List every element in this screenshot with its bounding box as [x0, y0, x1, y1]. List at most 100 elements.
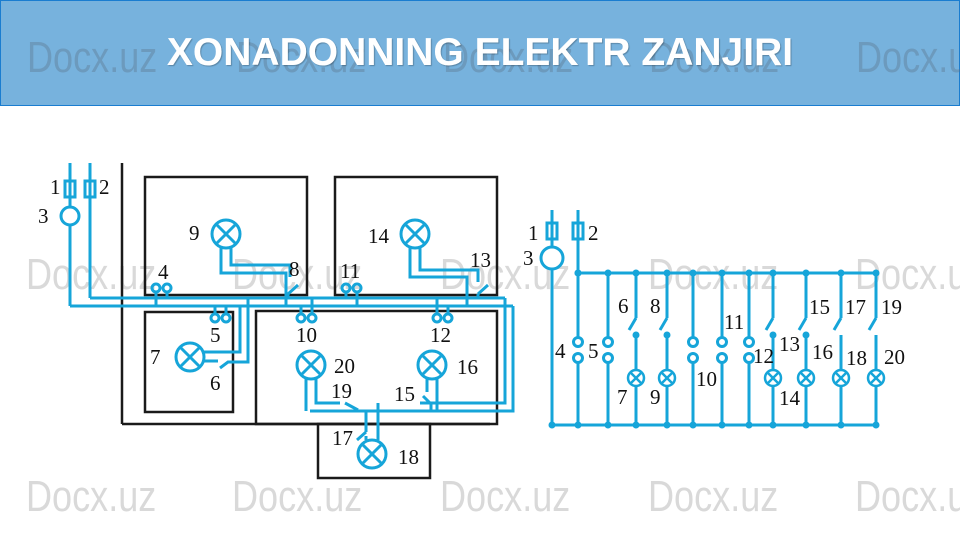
room-5-wiring — [356, 403, 388, 470]
junction-dot — [802, 421, 810, 429]
room-4-wiring — [295, 298, 454, 412]
label-socket-4: 4 — [158, 260, 169, 284]
junction-dot — [632, 269, 640, 277]
label-lamp-18: 18 — [846, 346, 867, 370]
meter-icon — [539, 245, 565, 271]
watermark: Docx.uz — [440, 472, 571, 521]
label-lamp-9: 9 — [650, 385, 661, 409]
label-fuse-2: 2 — [99, 175, 110, 199]
title-banner: Docx.uz Docx.uz Docx.uz Docx.uz Docx.uz … — [0, 0, 960, 106]
room-1-wiring — [150, 218, 300, 306]
junction-dot — [663, 421, 671, 429]
label-switch-19: 19 — [881, 295, 902, 319]
room-2-wiring — [340, 218, 490, 306]
junction-dot — [802, 269, 810, 277]
lamp-16-icon — [416, 349, 448, 381]
switch-6-icon — [219, 298, 250, 370]
socket-10-icon — [687, 336, 699, 348]
socket-11-icon — [340, 282, 352, 294]
watermark: Docx.uz — [26, 472, 157, 521]
label-switch-17: 17 — [332, 426, 353, 450]
lamp-9-icon — [657, 368, 677, 388]
label-socket-12: 12 — [753, 344, 774, 368]
label-socket-12: 12 — [430, 323, 451, 347]
schematic-labels: 1 2 3 4 5 6 7 8 9 10 11 12 13 14 15 16 1… — [523, 221, 905, 410]
switch-19-icon — [867, 317, 878, 331]
label-lamp-16: 16 — [457, 355, 478, 379]
label-lamp-14: 14 — [368, 224, 390, 248]
junction-dot — [745, 421, 753, 429]
label-socket-10: 10 — [696, 367, 717, 391]
label-switch-19: 19 — [331, 379, 352, 403]
junction-dot — [837, 421, 845, 429]
junction-dot — [632, 421, 640, 429]
junction-dot — [745, 269, 753, 277]
watermark: Docx.uz — [648, 472, 779, 521]
input-section — [59, 163, 97, 306]
meter-icon — [59, 205, 81, 227]
room-3-wiring — [174, 298, 250, 373]
junction-dot — [604, 269, 612, 277]
lamp-7-icon — [174, 341, 206, 373]
room-1 — [143, 175, 309, 297]
label-meter: 3 — [523, 246, 534, 270]
watermark: Docx.uz — [856, 33, 960, 82]
lamp-20-icon — [866, 368, 886, 388]
watermark: Docx.uz — [855, 472, 960, 521]
label-socket-11: 11 — [340, 259, 360, 283]
switch-17-icon — [356, 430, 367, 442]
label-switch-8: 8 — [289, 257, 300, 281]
fuse-2-icon — [571, 221, 585, 241]
label-switch-15: 15 — [809, 295, 830, 319]
label-lamp-14: 14 — [779, 386, 801, 410]
lamp-9-icon — [210, 218, 242, 250]
switch-8-icon — [658, 317, 669, 331]
label-switch-13: 13 — [470, 248, 491, 272]
label-socket-11: 11 — [724, 310, 744, 334]
socket-10-icon — [295, 312, 307, 324]
lamp-18-icon — [831, 368, 851, 388]
fuse-2-icon — [83, 179, 97, 199]
watermark: Docx.uz — [236, 33, 367, 82]
junction-dot — [837, 269, 845, 277]
junction-dot — [574, 269, 582, 277]
label-lamp-18: 18 — [398, 445, 419, 469]
switch-17-icon — [832, 317, 843, 331]
label-switch-8: 8 — [650, 294, 661, 318]
label-lamp-7: 7 — [150, 345, 161, 369]
label-meter: 3 — [38, 204, 49, 228]
junction-dot — [689, 421, 697, 429]
switch-15-icon — [797, 317, 808, 331]
switch-19-icon — [344, 401, 359, 412]
slide-title: XONADONNING ELEKTR ZANJIRI — [166, 31, 794, 74]
watermark: Docx.uz — [27, 33, 158, 82]
fuse-1-icon — [63, 179, 77, 199]
lamp-16-icon — [796, 368, 816, 388]
watermark: Docx.uz — [649, 33, 780, 82]
socket-12-icon — [743, 336, 755, 348]
socket-4-icon — [150, 282, 162, 294]
switch-8-icon — [286, 283, 300, 296]
label-fuse-2: 2 — [588, 221, 599, 245]
switch-13-icon — [764, 317, 775, 331]
switch-13-icon — [476, 283, 490, 296]
label-lamp-9: 9 — [189, 221, 200, 245]
switch-15-icon — [421, 394, 433, 406]
socket-4-icon — [572, 336, 584, 348]
schematic-diagram: 1 2 3 4 5 6 7 8 9 10 11 12 13 14 15 16 1… — [523, 210, 905, 429]
label-switch-15: 15 — [394, 382, 415, 406]
lamp-18-icon — [356, 438, 388, 470]
apartment-layout-diagram: 1 2 3 4 9 8 11 14 13 5 7 6 10 12 20 16 1… — [38, 163, 515, 480]
lamp-7-icon — [626, 368, 646, 388]
label-socket-10: 10 — [296, 323, 317, 347]
label-switch-6: 6 — [618, 294, 629, 318]
junction-dot — [718, 421, 726, 429]
room-5 — [316, 422, 432, 480]
socket-5-icon — [209, 312, 221, 324]
socket-12-icon — [431, 312, 443, 324]
watermark: Docx.uz — [232, 472, 363, 521]
label-lamp-20: 20 — [334, 354, 355, 378]
label-fuse-1: 1 — [50, 175, 61, 199]
label-switch-6: 6 — [210, 371, 221, 395]
